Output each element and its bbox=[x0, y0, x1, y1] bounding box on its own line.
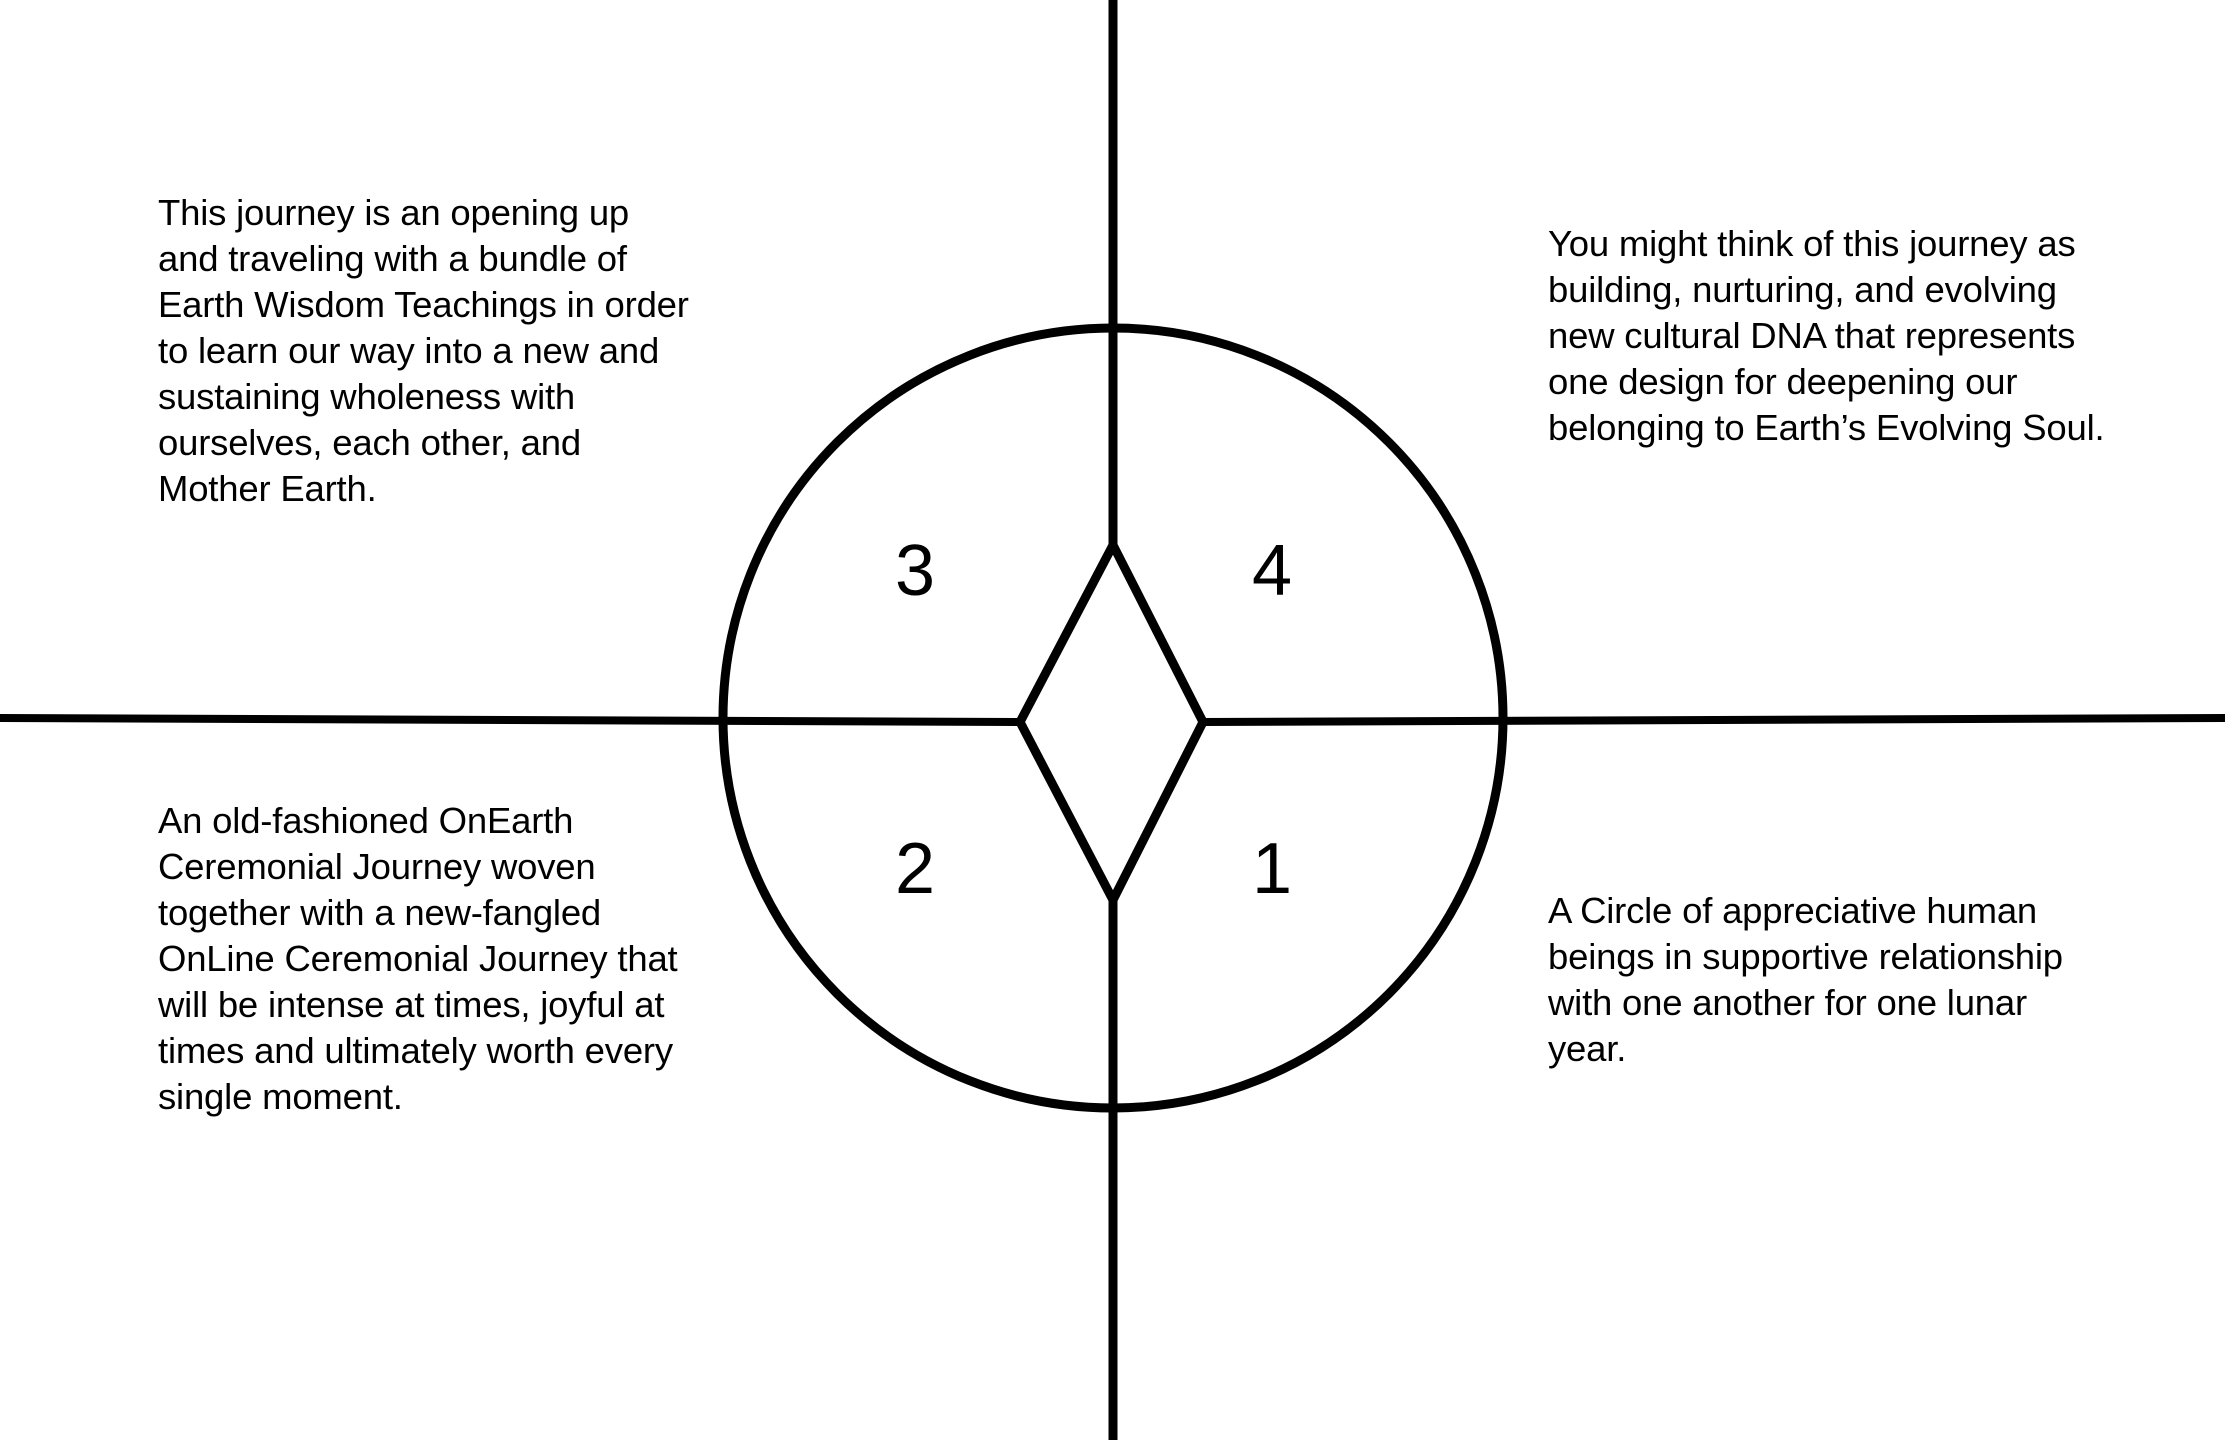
outer-circle bbox=[718, 323, 1508, 1113]
upper-left-description: This journey is an opening up and travel… bbox=[158, 192, 689, 509]
center-diamond bbox=[1014, 535, 1209, 910]
quadrant-number-4: 4 bbox=[1251, 531, 1293, 611]
upper-right-description: You might think of this journey as build… bbox=[1548, 223, 2105, 448]
quadrant-number-3: 3 bbox=[894, 531, 936, 611]
quadrant-number-1: 1 bbox=[1251, 829, 1293, 909]
horizontal-axis-left-segment bbox=[0, 714, 1021, 726]
quadrant-number-2: 2 bbox=[894, 829, 936, 909]
lower-right-description: A Circle of appreciative human beings in… bbox=[1548, 890, 2063, 1069]
lower-left-description: An old-fashioned OnEarth Ceremonial Jour… bbox=[158, 800, 678, 1117]
horizontal-axis-right-segment bbox=[1202, 714, 2225, 726]
